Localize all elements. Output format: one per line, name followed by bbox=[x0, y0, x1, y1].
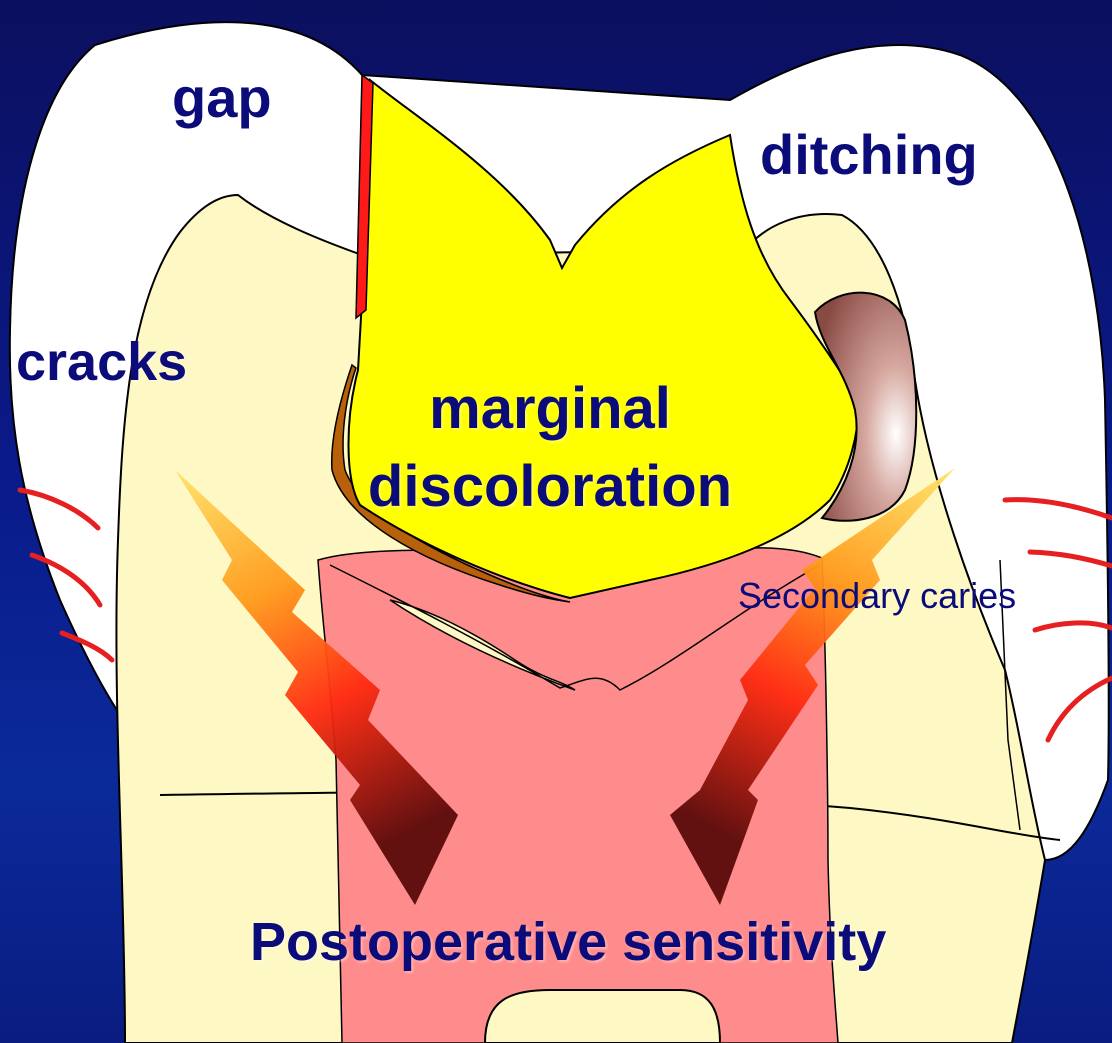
label-postoperative-sensitivity: Postoperative sensitivity bbox=[250, 915, 886, 969]
label-gap: gap bbox=[172, 70, 272, 126]
label-cracks: cracks bbox=[16, 335, 187, 389]
label-ditching: ditching bbox=[760, 127, 978, 183]
label-marginal-discoloration: marginal discoloration bbox=[340, 370, 760, 526]
label-secondary-caries: Secondary caries bbox=[738, 578, 1016, 614]
pulp-floor bbox=[485, 990, 720, 1043]
